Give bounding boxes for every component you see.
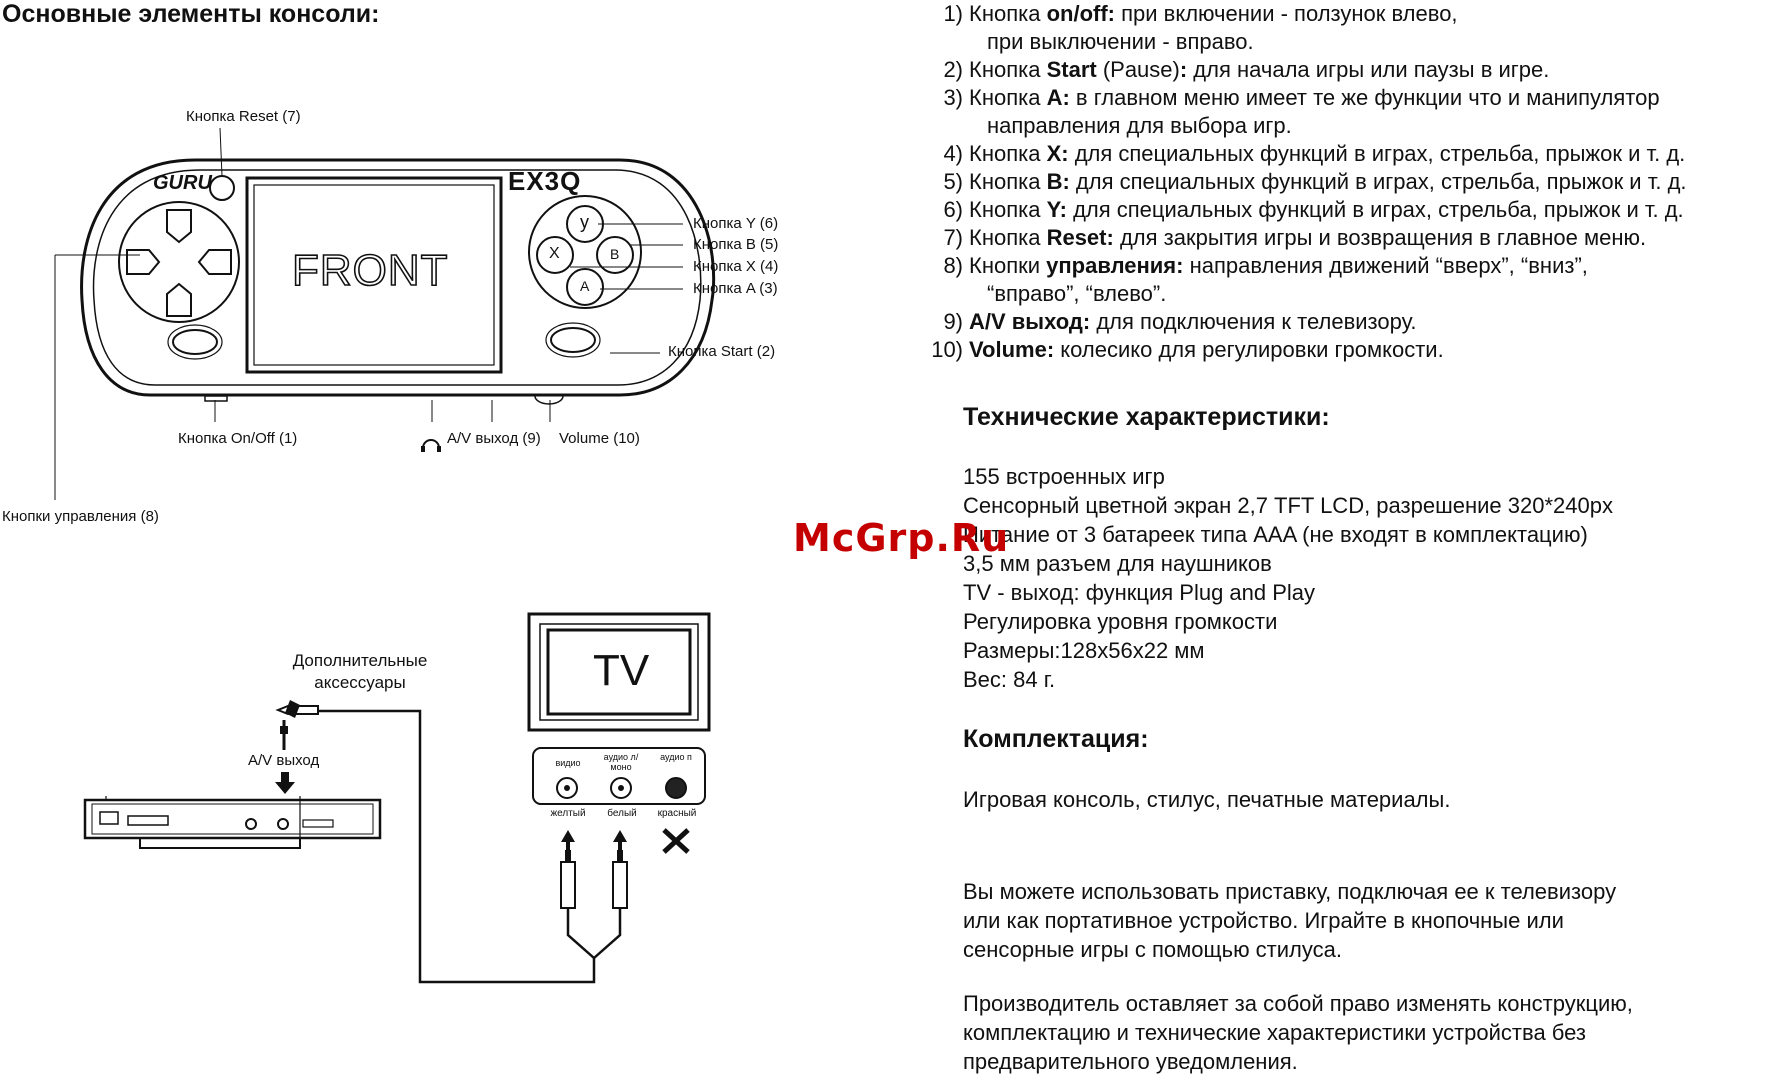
spec-line-1: 155 встроенных игр <box>963 464 1165 489</box>
label-a: Кнопка A (3) <box>693 280 778 297</box>
jack-audio-left-color: белый <box>607 808 637 819</box>
spec-line-8: Вес: 84 г. <box>963 667 1056 692</box>
left-oval-button <box>172 329 218 355</box>
list-item-2-line-1: 2)Кнопка Start (Pause): для начала игры … <box>911 56 1549 84</box>
kit-text: Игровая консоль, стилус, печатные матери… <box>963 787 1451 812</box>
button-a <box>566 268 604 306</box>
jack-audio-left <box>610 777 632 799</box>
jack-audio-right-color: красный <box>657 808 697 819</box>
label-y: Кнопка Y (6) <box>693 215 779 232</box>
jack-video <box>556 777 578 799</box>
list-item-6-line-1: 6)Кнопка Y: для специальных функций в иг… <box>911 196 1683 224</box>
list-number: 1) <box>943 1 963 26</box>
brand-logo: GURU <box>153 172 212 194</box>
specs-heading: Технические характеристики: <box>963 403 1330 431</box>
list-item-8-line-1: 8)Кнопки управления: направления движени… <box>911 252 1587 280</box>
list-item-1-line-1: 1)Кнопка on/off: при включении - ползуно… <box>911 0 1457 28</box>
list-number: 4) <box>943 141 963 166</box>
accessories-label: Дополнительные аксессуары <box>292 651 428 692</box>
spec-line-7: Размеры:128х56х22 мм <box>963 638 1205 663</box>
dpad-up <box>166 209 192 244</box>
list-number: 3) <box>943 85 963 110</box>
label-start: Кнопка Start (2) <box>668 343 776 360</box>
jack-audio-left-top: аудио л/моно <box>603 752 639 772</box>
tv-label: TV <box>593 646 650 695</box>
list-item-1-line-2: при выключении - вправо. <box>987 29 1254 54</box>
label-b: Кнопка B (5) <box>693 236 779 253</box>
cable <box>318 709 596 984</box>
list-number: 7) <box>943 225 963 250</box>
jack-panel <box>532 747 706 805</box>
usage-line-3: сенсорные игры с помощью стилуса. <box>963 937 1342 962</box>
spec-line-2: Сенсорный цветной экран 2,7 TFT LCD, раз… <box>963 493 1613 518</box>
disclaimer-line-2: комплектацию и технические характеристик… <box>963 1020 1586 1045</box>
list-item-10-line-1: 10)Volume: колесико для регулировки гром… <box>911 336 1444 364</box>
dpad-right <box>197 249 232 275</box>
av-out-label: A/V выход <box>248 752 320 769</box>
rca-plug-yellow <box>560 861 576 909</box>
console-side <box>83 798 382 840</box>
button-b-label: B <box>610 246 620 262</box>
usage-line-1: Вы можете использовать приставку, подклю… <box>963 879 1617 904</box>
list-item-5-line-1: 5)Кнопка B: для специальных функций в иг… <box>911 168 1686 196</box>
label-onoff: Кнопка On/Off (1) <box>178 430 298 447</box>
tv-connection-diagram <box>83 612 711 984</box>
dpad-down <box>166 282 192 317</box>
jack-video-color: желтый <box>550 808 586 819</box>
button-y-label: y <box>580 212 589 232</box>
list-item-9-line-1: 9)A/V выход: для подключения к телевизор… <box>911 308 1416 336</box>
label-x: Кнопка X (4) <box>693 258 779 275</box>
list-item-8-line-2: “вправо”, “влево”. <box>987 281 1167 306</box>
list-number: 6) <box>943 197 963 222</box>
dpad-ring <box>118 201 240 323</box>
list-item-7-line-1: 7)Кнопка Reset: для закрытия игры и возв… <box>911 224 1646 252</box>
list-item-4-line-1: 4)Кнопка X: для специальных функций в иг… <box>911 140 1685 168</box>
button-x-label: X <box>549 245 560 262</box>
label-volume: Volume (10) <box>559 430 640 447</box>
action-ring <box>528 195 642 309</box>
model-logo: EX3Q <box>508 166 582 196</box>
reset-button <box>209 175 235 201</box>
disclaimer-line-1: Производитель оставляет за собой право и… <box>963 991 1633 1016</box>
start-button <box>550 327 596 353</box>
tv-outer <box>527 612 711 732</box>
spec-line-3: Питание от 3 батареек типа AAA (не входя… <box>963 522 1588 547</box>
dpad-left <box>126 249 161 275</box>
down-arrow-icon <box>275 772 295 794</box>
button-a-label: A <box>580 278 590 294</box>
list-number: 10) <box>931 337 963 362</box>
list-number: 5) <box>943 169 963 194</box>
watermark: McGrp.Ru <box>793 516 1010 560</box>
list-item-3-line-1: 3)Кнопка A: в главном меню имеет те же ф… <box>911 84 1659 112</box>
rca-plug-white <box>612 861 628 909</box>
screen <box>245 176 503 374</box>
list-number: 8) <box>943 253 963 278</box>
label-av: A/V выход (9) <box>447 430 541 447</box>
spec-line-4: 3,5 мм разъем для наушников <box>963 551 1272 576</box>
label-reset: Кнопка Reset (7) <box>186 108 301 125</box>
label-dpad: Кнопки управления (8) <box>2 508 159 525</box>
headphone-icon <box>422 439 440 449</box>
screen-label: FRONT <box>291 245 449 296</box>
jack-video-top: видио <box>555 758 581 768</box>
usage-line-2: или как портативное устройство. Играйте … <box>963 908 1564 933</box>
disclaimer-line-3: предварительного уведомления. <box>963 1049 1298 1074</box>
list-number: 9) <box>943 309 963 334</box>
button-b <box>596 236 634 274</box>
jack-audio-right <box>665 777 687 799</box>
console-body <box>80 158 716 397</box>
jack-audio-right-top: аудио п <box>660 752 692 762</box>
spec-line-5: TV - выход: функция Plug and Play <box>963 580 1316 605</box>
spec-line-6: Регулировка уровня громкости <box>963 609 1278 634</box>
list-item-3-line-2: направления для выбора игр. <box>987 113 1292 138</box>
left-heading: Основные элементы консоли: <box>2 0 380 28</box>
not-used-x-icon <box>662 828 690 854</box>
tv-screen <box>546 628 692 716</box>
console-front-diagram <box>54 127 716 500</box>
button-x <box>536 236 574 274</box>
list-number: 2) <box>943 57 963 82</box>
kit-heading: Комплектация: <box>963 725 1149 753</box>
